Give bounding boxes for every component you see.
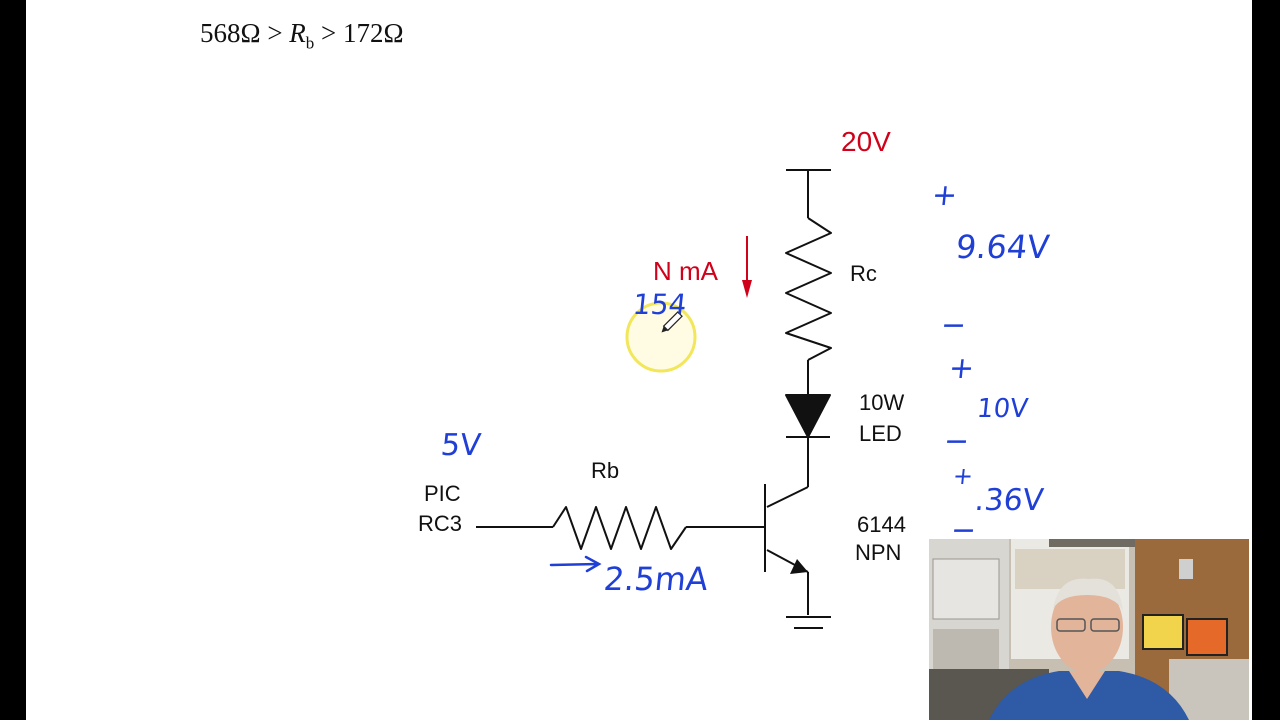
rc-voltage-note: 9.64V bbox=[954, 228, 1052, 266]
emitter-arrow bbox=[790, 559, 808, 574]
led-label-line1: 10W bbox=[859, 390, 905, 415]
formula-right: > 172Ω bbox=[314, 18, 404, 48]
base-current-note: 2.5mA bbox=[602, 560, 710, 598]
led-minus-sign: − bbox=[942, 424, 971, 459]
presenter-webcam bbox=[929, 539, 1249, 720]
rc-resistor bbox=[785, 217, 832, 361]
current-label: N mA bbox=[653, 256, 718, 286]
supply-voltage-label: 20V bbox=[841, 126, 891, 157]
led-current-note: 154 bbox=[631, 288, 689, 321]
transistor-label-line1: 6144 bbox=[857, 512, 906, 537]
rb-resistor bbox=[552, 506, 687, 550]
formula-subscript: b bbox=[305, 33, 315, 53]
rb-label: Rb bbox=[591, 458, 620, 483]
diode-icon bbox=[785, 394, 831, 438]
transistor-collector bbox=[766, 486, 809, 508]
current-arrow bbox=[742, 236, 752, 298]
rc-plus-sign: + bbox=[930, 178, 959, 213]
ground-icon bbox=[786, 616, 831, 629]
vce-plus-sign: + bbox=[951, 462, 975, 490]
pic-label-line1: PIC bbox=[424, 481, 461, 506]
formula-left: 568Ω > bbox=[200, 18, 290, 48]
webcam-scene bbox=[929, 539, 1249, 720]
base-current-arrow bbox=[549, 555, 602, 573]
rc-minus-sign: − bbox=[939, 308, 968, 343]
led-plus-sign: + bbox=[947, 351, 976, 386]
transistor-label-line2: NPN bbox=[855, 540, 902, 565]
resistor-range-formula: 568Ω > Rb > 172Ω bbox=[200, 18, 404, 53]
circuit-diagram bbox=[476, 169, 832, 629]
formula-variable: R bbox=[289, 18, 306, 48]
rc-label: Rc bbox=[850, 261, 877, 286]
led-label-line2: LED bbox=[859, 421, 902, 446]
input-voltage-note: 5V bbox=[439, 428, 483, 463]
pic-label-line2: RC3 bbox=[418, 511, 463, 536]
led-voltage-note: 10V bbox=[975, 394, 1030, 424]
vce-voltage-note: .36V bbox=[973, 483, 1046, 518]
